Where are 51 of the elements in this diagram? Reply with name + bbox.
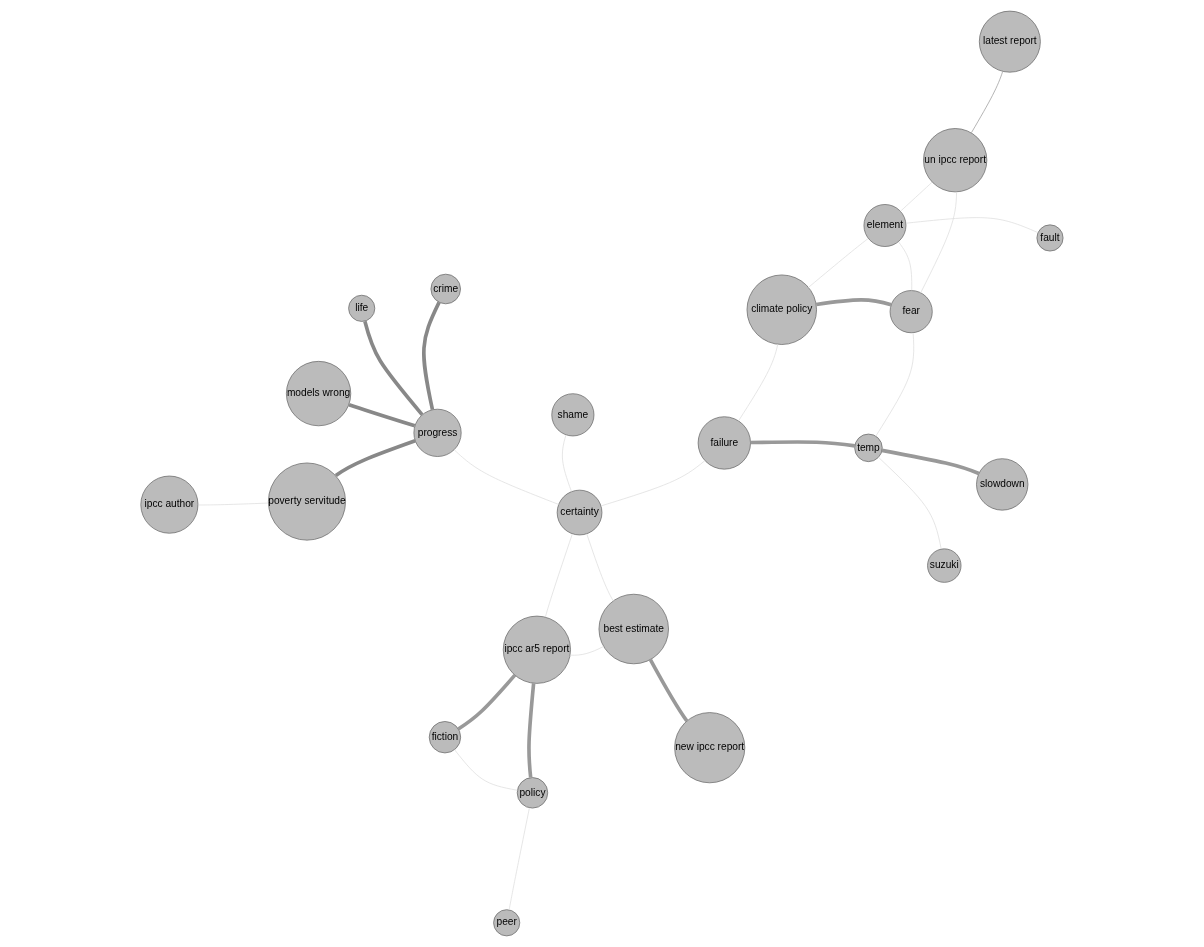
node-circle: crime [430, 273, 461, 305]
node-circle: new ipcc report [674, 712, 746, 784]
node-circle: failure [697, 416, 751, 470]
node-circle: slowdown [976, 458, 1029, 511]
connector [971, 71, 1004, 134]
node-circle: peer [493, 909, 521, 937]
connector [808, 238, 869, 288]
connector [348, 402, 416, 428]
connector [569, 646, 604, 656]
node-circle: shame [551, 393, 595, 437]
connector [457, 673, 517, 731]
node-circle: models wrong [286, 361, 352, 427]
node-circle: fear [889, 290, 933, 334]
connector [453, 449, 559, 505]
connector [334, 439, 416, 477]
node-circle: un ipcc report [923, 128, 988, 193]
node-circle: latest report [978, 10, 1041, 73]
node-circle: policy [516, 777, 549, 809]
node-circle: suzuki [927, 548, 962, 583]
connector [898, 241, 913, 291]
connector [508, 807, 530, 911]
connector [527, 683, 536, 778]
connector [422, 301, 441, 411]
connector [750, 440, 856, 448]
node-circle: temp [854, 433, 883, 462]
connector [875, 332, 915, 437]
node-circle: poverty servitude [268, 462, 346, 541]
node-circle: ipcc author [140, 475, 199, 534]
node-circle: climate policy [746, 274, 817, 345]
connector [881, 448, 980, 476]
connector [920, 191, 957, 294]
connector [454, 749, 518, 791]
connector [738, 343, 779, 422]
node-circle: life [348, 294, 376, 322]
node-circle: progress [413, 408, 462, 457]
node-circle: fault [1036, 224, 1064, 252]
connector [815, 298, 892, 307]
connector [900, 181, 933, 212]
connector [648, 658, 689, 722]
connector [562, 434, 572, 492]
node-circle: certainty [556, 489, 603, 536]
node-circle: fiction [428, 721, 462, 754]
connector [905, 217, 1039, 233]
connector [586, 533, 614, 602]
connector [545, 533, 573, 618]
connector [600, 460, 706, 507]
node-circle: ipcc ar5 report [502, 615, 571, 684]
connector [878, 456, 942, 550]
node-circle: element [863, 204, 907, 247]
node-circle: best estimate [598, 593, 669, 665]
connector [363, 320, 424, 416]
